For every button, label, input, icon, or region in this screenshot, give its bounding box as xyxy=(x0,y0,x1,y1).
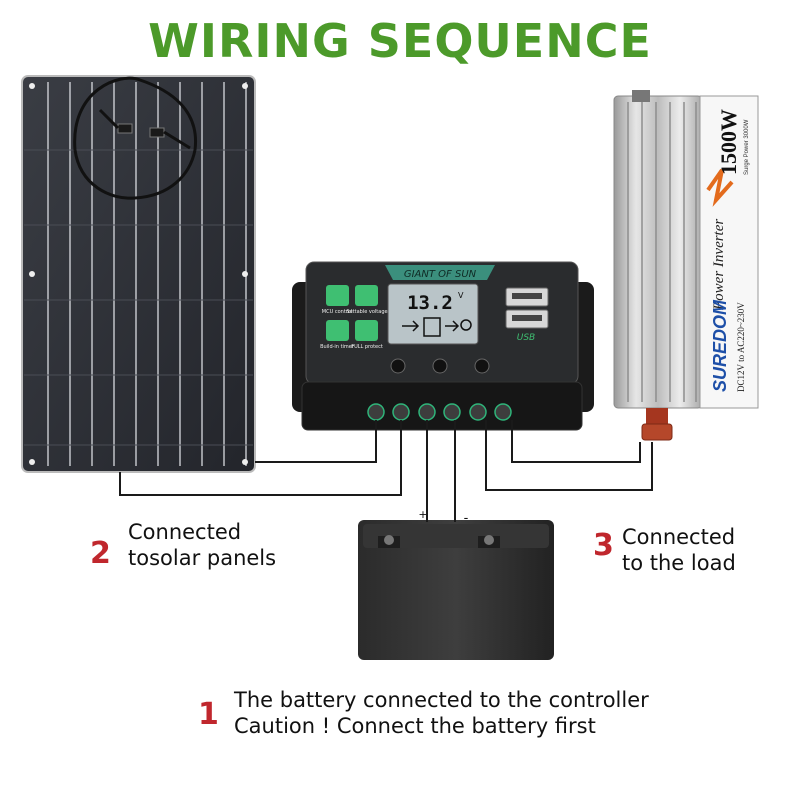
controller-brand: GIANT OF SUN xyxy=(404,269,477,280)
solar-panel xyxy=(21,75,256,473)
step-3-line-2: to the load xyxy=(622,551,736,575)
lcd-unit: V xyxy=(458,291,464,300)
inverter-power: 1500W xyxy=(716,109,741,175)
feature-protect: FULL protect xyxy=(351,344,383,350)
power-inverter: 1500W Surge Power 3000W Power Inverter S… xyxy=(613,90,759,441)
diagram-title: WIRING SEQUENCE xyxy=(148,14,652,68)
step-2-line-2: tosolar panels xyxy=(128,546,277,570)
step-3-number: 3 xyxy=(593,528,614,563)
inverter-brand: SUREDOM xyxy=(710,299,730,392)
step-2-number: 2 xyxy=(90,536,111,571)
feature-timer: Build-in timer xyxy=(320,344,355,350)
feature-mcu: MCU control xyxy=(322,309,352,315)
step-1-text: The battery connected to the controller … xyxy=(234,687,649,739)
inverter-spec: DC12V to AC220~230V xyxy=(736,302,746,392)
step-1-line-1: The battery connected to the controller xyxy=(234,688,649,712)
feature-settable: Settable voltage xyxy=(346,309,387,315)
battery-minus: - xyxy=(464,511,469,526)
inverter-surge: Surge Power 3000W xyxy=(744,119,750,175)
step-3-line-1: Connected xyxy=(622,525,736,549)
wires xyxy=(119,420,653,522)
battery: + - xyxy=(358,508,554,660)
step-2-line-1: Connected xyxy=(128,520,242,544)
step-1-number: 1 xyxy=(198,697,219,732)
charge-controller: GIANT OF SUN MCU control Settable voltag… xyxy=(292,261,594,431)
controller-usb-label: USB xyxy=(517,333,535,343)
step-1-line-2: Caution ! Connect the battery first xyxy=(234,714,596,738)
lcd-voltage: 13.2 xyxy=(407,292,453,314)
step-3-text: Connected to the load xyxy=(622,524,736,576)
battery-plus: + xyxy=(418,508,427,521)
inverter-product: Power Inverter xyxy=(711,219,727,311)
step-2-text: Connected tosolar panels xyxy=(128,519,276,571)
